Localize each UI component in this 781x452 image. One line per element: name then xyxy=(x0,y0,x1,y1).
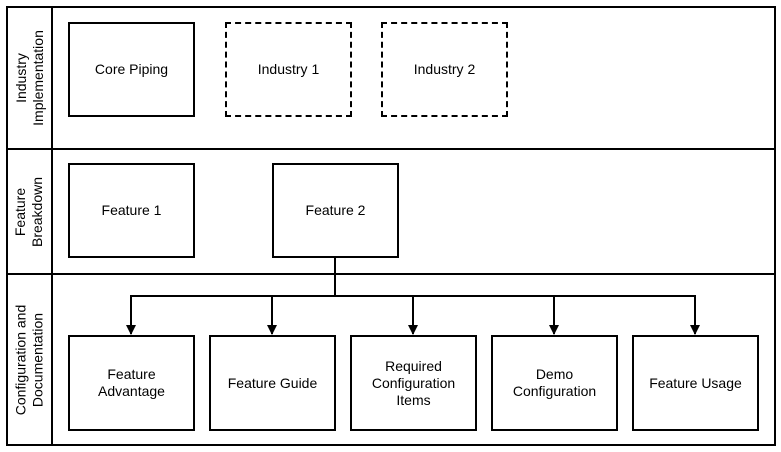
feature-guide-box: Feature Guide xyxy=(209,335,336,431)
feature-usage-label: Feature Usage xyxy=(649,374,742,391)
feature-usage-box: Feature Usage xyxy=(632,335,759,431)
feature-advantage-box: Feature Advantage xyxy=(68,335,195,431)
feature-1-box: Feature 1 xyxy=(68,163,195,258)
feature-guide-label: Feature Guide xyxy=(227,374,318,391)
required-configuration-items-label: Required Configuration Items xyxy=(371,357,456,408)
industry-2-label: Industry 2 xyxy=(413,61,476,77)
industry-2-box: Industry 2 xyxy=(381,22,508,117)
demo-configuration-label: Demo Configuration xyxy=(512,366,597,399)
feature-1-label: Feature 1 xyxy=(101,202,162,218)
demo-configuration-box: Demo Configuration xyxy=(491,335,618,431)
lane-header-divider xyxy=(51,6,53,446)
lane-divider-2 xyxy=(6,273,776,275)
feature-advantage-label: Feature Advantage xyxy=(98,366,165,399)
lane-divider-1 xyxy=(6,148,776,150)
industry-1-label: Industry 1 xyxy=(257,61,320,77)
swimlane-frame xyxy=(6,6,776,446)
feature-2-label: Feature 2 xyxy=(305,202,366,218)
feature-2-box: Feature 2 xyxy=(272,163,399,258)
core-piping-box: Core Piping xyxy=(68,22,195,117)
core-piping-label: Core Piping xyxy=(94,61,169,77)
industry-1-box: Industry 1 xyxy=(225,22,352,117)
required-configuration-items-box: Required Configuration Items xyxy=(350,335,477,431)
